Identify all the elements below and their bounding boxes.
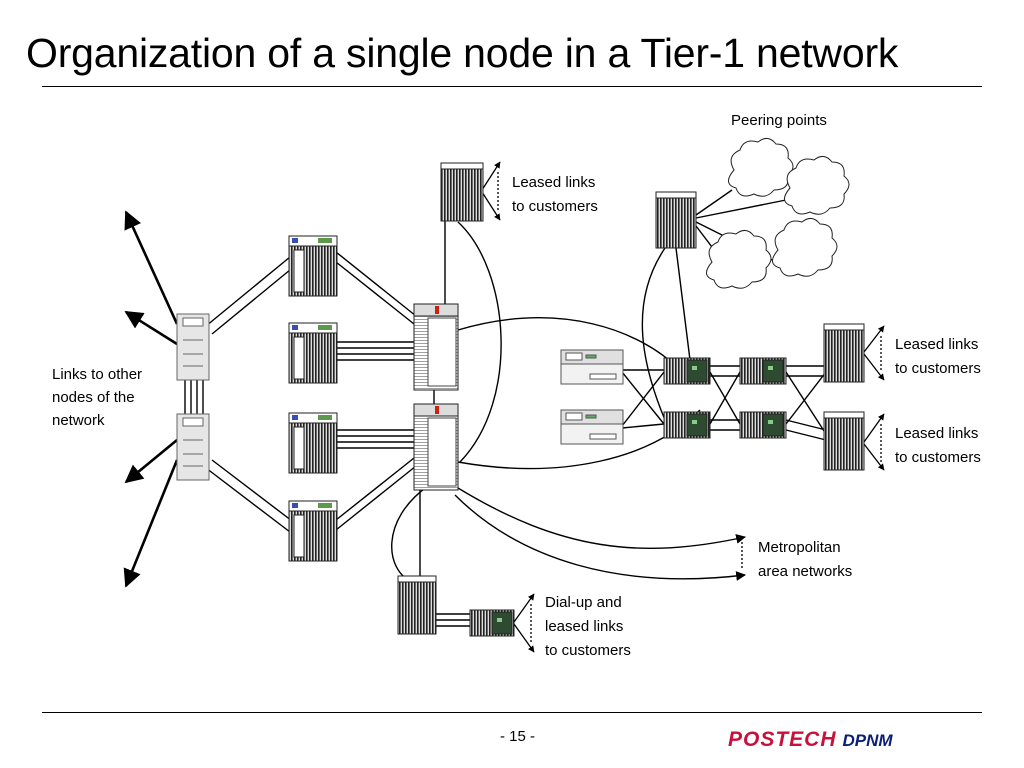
cloud-1 (728, 138, 794, 197)
leased-router-top (440, 162, 484, 222)
access-router-1 (288, 235, 338, 297)
hub-switch-upper (413, 303, 459, 391)
server-upper (560, 349, 624, 385)
label-dialup-3: to customers (545, 642, 631, 659)
core-router-top (176, 313, 210, 381)
slide-title: Organization of a single node in a Tier-… (26, 30, 899, 76)
peering-router (655, 191, 697, 249)
metro-switch-1 (663, 357, 711, 385)
postech-logo: POSTECH DPNM (728, 728, 893, 752)
metro-switch-4 (739, 411, 787, 439)
label-leased-right2-1: Leased links (895, 425, 978, 442)
links (184, 189, 827, 627)
label-peering-points: Peering points (731, 112, 827, 129)
hub-switch-lower (413, 403, 459, 491)
dialup-modem (469, 609, 515, 637)
label-dialup-1: Dial-up and (545, 594, 622, 611)
customer-arrows (481, 161, 885, 653)
label-metro-1: Metropolitan (758, 539, 841, 556)
label-links-other-3: network (52, 412, 105, 429)
external-node-arrows (123, 210, 179, 588)
peering-clouds (706, 138, 850, 289)
customer-router-right-2 (823, 411, 865, 471)
label-dialup-2: leased links (545, 618, 623, 635)
label-leased-right2-2: to customers (895, 449, 981, 466)
metro-switch-3 (739, 357, 787, 385)
server-lower (560, 409, 624, 445)
access-router-2 (288, 322, 338, 384)
page-number: - 15 - (500, 728, 536, 745)
label-leased-top-1: Leased links (512, 174, 595, 191)
customer-router-right-1 (823, 323, 865, 383)
logo-sub-text: DPNM (842, 731, 893, 750)
label-links-other-1: Links to other (52, 366, 142, 383)
label-leased-right1-1: Leased links (895, 336, 978, 353)
cloud-3 (706, 230, 772, 289)
access-router-3 (288, 412, 338, 474)
logo-main-text: POSTECH (728, 728, 837, 751)
cloud-2 (784, 156, 850, 215)
footer-divider (42, 712, 982, 713)
label-leased-top-2: to customers (512, 198, 598, 215)
access-router-4 (288, 500, 338, 562)
cloud-4 (772, 218, 838, 277)
label-metro-2: area networks (758, 563, 852, 580)
metro-switch-2 (663, 411, 711, 439)
label-links-other-2: nodes of the (52, 389, 135, 406)
dialup-router (397, 575, 437, 635)
core-router-bottom (176, 413, 210, 481)
title-divider (42, 86, 982, 87)
label-leased-right1-2: to customers (895, 360, 981, 377)
